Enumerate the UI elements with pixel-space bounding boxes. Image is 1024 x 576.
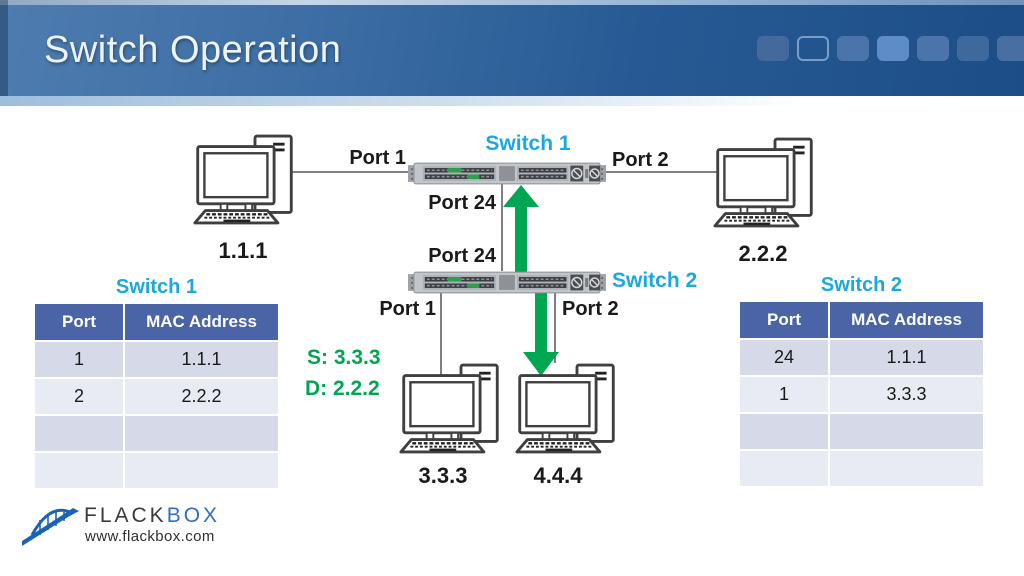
brand-accent: BOX [166, 504, 221, 527]
switch1-table-title: Switch 1 [115, 276, 198, 298]
column-header-port: Port [740, 302, 830, 338]
table-row [35, 414, 278, 451]
table-cell-port: 1 [35, 340, 125, 377]
flackbox-logo: FLACKBOX www.flackbox.com [22, 500, 232, 556]
switch2-device-icon [408, 271, 606, 294]
table-cell-mac: 2.2.2 [125, 377, 278, 414]
table-row: 1 3.3.3 [740, 375, 983, 412]
brand-primary: FLACK [84, 504, 167, 527]
switch2-name-label: Switch 2 [612, 269, 698, 292]
header-decor-square [837, 36, 869, 61]
switch2-port2-label: Port 2 [562, 298, 619, 320]
header-decor-square [797, 36, 829, 61]
table-row: 2 2.2.2 [35, 377, 278, 414]
switch2-port1-label: Port 1 [379, 298, 436, 320]
link-switch1-switch2 [501, 184, 503, 271]
table-row: 24 1.1.1 [740, 338, 983, 375]
table-row [35, 451, 278, 488]
table-cell-mac: 3.3.3 [830, 375, 983, 412]
header-decor-square [957, 36, 989, 61]
computer-icon-pc1 [193, 134, 293, 225]
switch1-mac-table: Switch 1 Port MAC Address 1 1.1.1 2 2.2.… [35, 276, 278, 488]
table-cell-port [35, 451, 125, 488]
computer-icon-pc3 [399, 363, 499, 454]
header-decor-square [917, 36, 949, 61]
table-cell-port [35, 414, 125, 451]
switch1-name-label: Switch 1 [485, 132, 571, 155]
switch2-table-title: Switch 2 [820, 274, 903, 296]
table-cell-port: 24 [740, 338, 830, 375]
column-header-port: Port [35, 304, 125, 340]
computer-icon-pc4 [515, 363, 615, 454]
link-switch2-pc4 [554, 293, 556, 363]
table-cell-mac [830, 412, 983, 449]
table-row [740, 412, 983, 449]
pc1-address-label: 1.1.1 [218, 238, 268, 263]
table-cell-mac [830, 449, 983, 486]
switch1-device-icon [408, 162, 606, 185]
column-header-mac: MAC Address [830, 302, 983, 338]
link-switch2-pc3 [440, 293, 442, 375]
slide-header: Switch Operation [0, 0, 1024, 96]
pc2-address-label: 2.2.2 [738, 241, 788, 266]
packet-source-label: S: 3.3.3 [307, 346, 381, 369]
column-header-mac: MAC Address [125, 304, 278, 340]
bridge-icon [22, 508, 79, 546]
computer-icon-pc2 [713, 137, 813, 228]
switch2-mac-table: Switch 2 Port MAC Address 24 1.1.1 1 3.3… [740, 274, 983, 486]
table-row: 1 1.1.1 [35, 340, 278, 377]
header-decor-square [877, 36, 909, 61]
packet-arrow-down-icon [523, 292, 559, 376]
table-cell-port: 2 [35, 377, 125, 414]
table-header-row: Port MAC Address [740, 302, 983, 338]
page-title: Switch Operation [44, 29, 342, 71]
table-row [740, 449, 983, 486]
link-pc1-switch1 [289, 171, 410, 173]
switch2-port24-label: Port 24 [428, 245, 496, 267]
packet-arrow-up-icon [503, 185, 539, 273]
switch1-port24-label: Port 24 [428, 192, 496, 214]
table-header-row: Port MAC Address [35, 304, 278, 340]
brand-name: FLACKBOX [84, 504, 220, 528]
table-cell-port [740, 412, 830, 449]
brand-website: www.flackbox.com [85, 528, 215, 545]
table-cell-mac: 1.1.1 [125, 340, 278, 377]
pc4-address-label: 4.4.4 [533, 463, 583, 488]
table-cell-mac [125, 414, 278, 451]
table-cell-port [740, 449, 830, 486]
pc3-address-label: 3.3.3 [418, 463, 468, 488]
table-cell-mac: 1.1.1 [830, 338, 983, 375]
switch1-port1-label: Port 1 [349, 147, 406, 169]
header-decor-square [757, 36, 789, 61]
packet-destination-label: D: 2.2.2 [305, 377, 380, 400]
switch1-port2-label: Port 2 [612, 149, 669, 171]
header-decor-square [997, 36, 1024, 61]
table-cell-port: 1 [740, 375, 830, 412]
table-cell-mac [125, 451, 278, 488]
header-underline [0, 96, 1024, 106]
link-switch1-pc2 [604, 171, 717, 173]
